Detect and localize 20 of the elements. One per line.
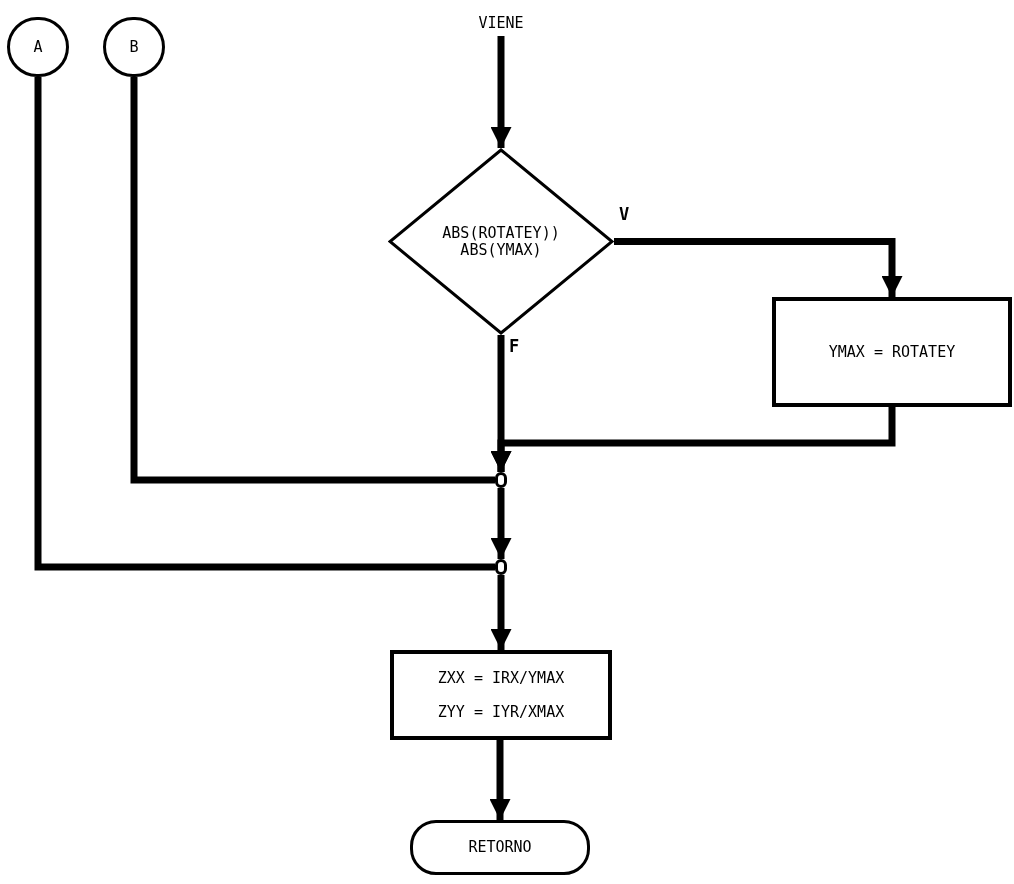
edge-label: V bbox=[618, 206, 631, 223]
arrow bbox=[489, 740, 511, 820]
node-text: ABS(ROTATEY)) ABS(YMAX) bbox=[441, 224, 561, 259]
node-text: A bbox=[33, 36, 43, 58]
process-box bbox=[772, 297, 1012, 407]
node-text: B bbox=[129, 36, 139, 58]
edge-label: F bbox=[508, 338, 521, 355]
arrow bbox=[490, 407, 896, 472]
arrow bbox=[490, 36, 512, 148]
arrow bbox=[614, 238, 903, 297]
decision-diamond bbox=[388, 148, 614, 335]
node-text: YMAX = ROTATEY bbox=[828, 341, 956, 363]
terminal-box bbox=[410, 820, 590, 875]
node-text: VIENE bbox=[478, 12, 524, 34]
process-box bbox=[390, 650, 612, 740]
arrow bbox=[490, 488, 512, 559]
node-text: ZXX = IRX/YMAX bbox=[437, 667, 565, 689]
node-text: RETORNO bbox=[468, 837, 532, 859]
node-text: ZYY = IYR/XMAX bbox=[437, 702, 565, 723]
arrow bbox=[490, 575, 512, 650]
